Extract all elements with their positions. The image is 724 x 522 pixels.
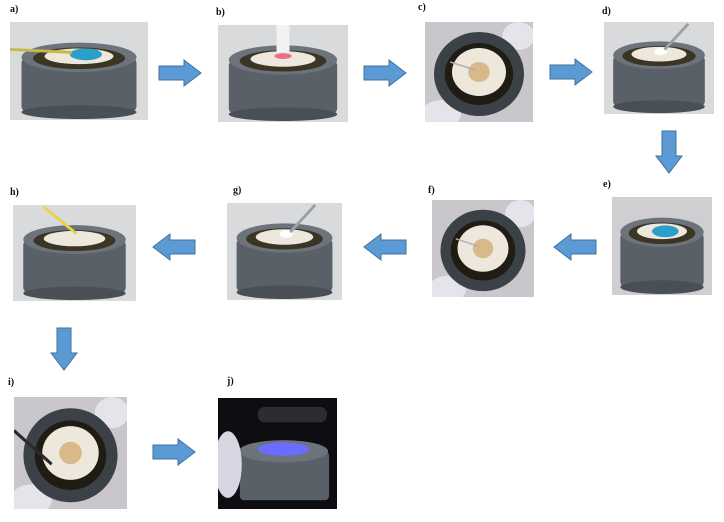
arrow-icon bbox=[152, 233, 196, 261]
step-j-photo bbox=[218, 398, 337, 509]
arrow-icon bbox=[655, 130, 683, 174]
arrow-icon bbox=[152, 438, 196, 466]
step-b-photo bbox=[218, 25, 348, 122]
label-e: e) bbox=[603, 179, 611, 190]
step-f-photo bbox=[432, 200, 534, 297]
label-d: d) bbox=[602, 6, 611, 17]
label-a: a) bbox=[10, 4, 19, 15]
arrow-icon bbox=[158, 59, 202, 87]
step-d-photo bbox=[604, 22, 714, 114]
step-a-photo bbox=[10, 22, 148, 120]
label-g: g) bbox=[233, 185, 242, 196]
label-h: h) bbox=[10, 187, 19, 198]
label-f: f) bbox=[428, 185, 435, 196]
arrow-icon bbox=[50, 327, 78, 371]
arrow-icon bbox=[553, 233, 597, 261]
step-h-photo bbox=[13, 205, 136, 301]
step-i-photo bbox=[14, 397, 127, 509]
step-c-photo bbox=[425, 22, 533, 122]
arrow-icon bbox=[363, 233, 407, 261]
step-g-photo bbox=[227, 203, 342, 300]
arrow-icon bbox=[549, 58, 593, 86]
label-b: b) bbox=[216, 7, 225, 18]
label-i: i) bbox=[8, 377, 15, 388]
label-c: c) bbox=[418, 2, 426, 13]
arrow-icon bbox=[363, 59, 407, 87]
step-e-photo bbox=[612, 197, 712, 295]
label-j: j) bbox=[227, 376, 234, 387]
